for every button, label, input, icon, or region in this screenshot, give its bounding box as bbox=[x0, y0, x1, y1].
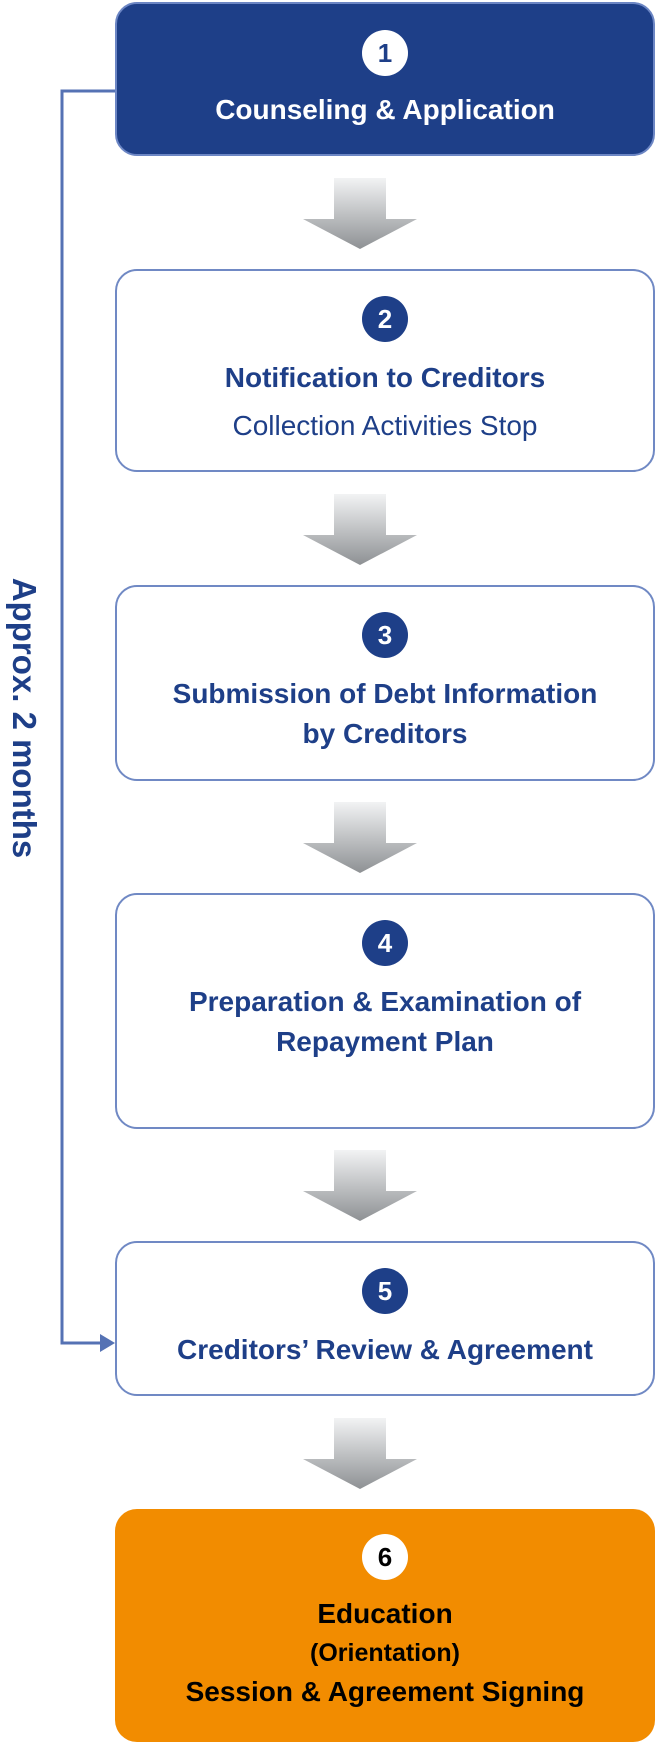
step-title-line-3: Session & Agreement Signing bbox=[185, 1676, 585, 1707]
flow-arrow-1-2 bbox=[303, 178, 417, 249]
step-number-badge: 5 bbox=[362, 1268, 408, 1314]
step-2-box: 2 Notification to Creditors Collection A… bbox=[115, 269, 655, 472]
step-number-badge: 1 bbox=[362, 30, 408, 76]
step-1-box: 1 Counseling & Application bbox=[115, 2, 655, 156]
flow-arrow-4-5 bbox=[303, 1150, 417, 1221]
flow-arrow-2-3 bbox=[303, 494, 417, 565]
step-title: Notification to Creditors bbox=[224, 362, 546, 393]
step-title-line-2: by Creditors bbox=[302, 718, 468, 749]
step-title: Counseling & Application bbox=[215, 94, 555, 125]
step-3-box: 3 Submission of Debt Information by Cred… bbox=[115, 585, 655, 781]
step-number-badge: 6 bbox=[362, 1534, 408, 1580]
step-number-badge: 3 bbox=[362, 612, 408, 658]
duration-bracket-line bbox=[60, 89, 115, 1345]
step-subtitle: Collection Activities Stop bbox=[232, 410, 538, 441]
step-title-line-2: (Orientation) bbox=[310, 1639, 460, 1667]
duration-bracket-arrowhead bbox=[100, 1334, 115, 1352]
step-4-box: 4 Preparation & Examination of Repayment… bbox=[115, 893, 655, 1129]
flow-arrow-5-6 bbox=[303, 1418, 417, 1489]
step-title-line-1: Preparation & Examination of bbox=[188, 986, 582, 1017]
step-number-badge: 4 bbox=[362, 920, 408, 966]
step-title: Creditors’ Review & Agreement bbox=[177, 1334, 593, 1365]
flow-arrow-3-4 bbox=[303, 802, 417, 873]
step-number-badge: 2 bbox=[362, 296, 408, 342]
step-title-line-1: Submission of Debt Information bbox=[172, 678, 598, 709]
step-6-box: 6 Education (Orientation) Session & Agre… bbox=[115, 1509, 655, 1742]
step-5-box: 5 Creditors’ Review & Agreement bbox=[115, 1241, 655, 1396]
step-title-line-1: Education bbox=[317, 1598, 453, 1629]
step-title-line-2: Repayment Plan bbox=[276, 1026, 494, 1057]
duration-label: Approx. 2 months bbox=[6, 577, 43, 859]
